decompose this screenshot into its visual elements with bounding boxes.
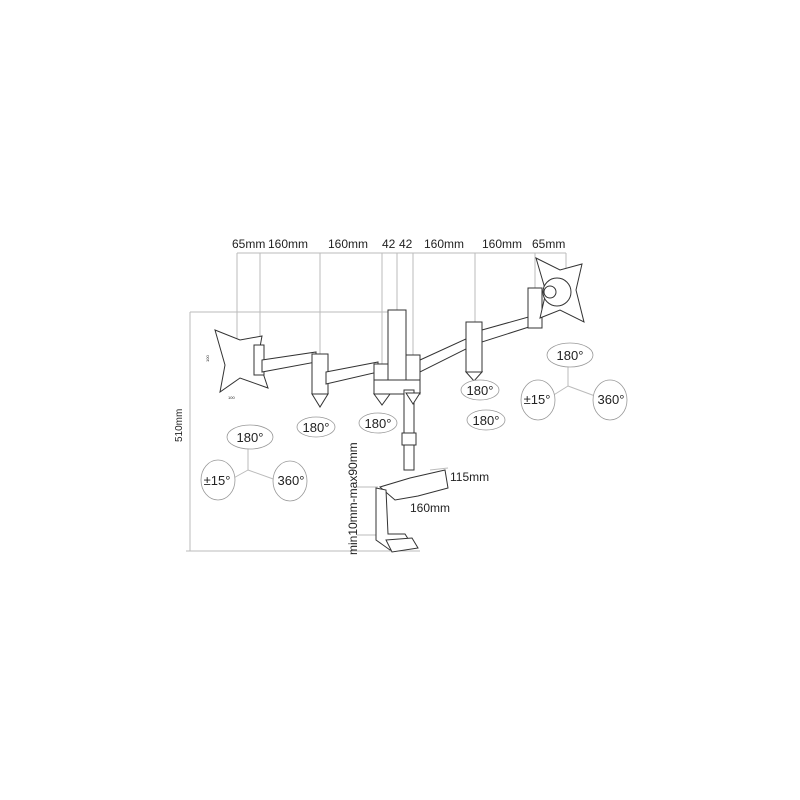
left-rotate-label: 360° [278, 473, 305, 488]
joint-label-2: 180° [467, 383, 494, 398]
dim-clamp-width: 160mm [410, 501, 450, 515]
dim-height: 510mm [174, 409, 185, 442]
left-swivel-label: ±15° [204, 473, 231, 488]
joint-label-1: 180° [365, 416, 392, 431]
right-arm [419, 287, 543, 382]
right-swivel-label: ±15° [524, 392, 551, 407]
vesa-label-a: 100 [205, 355, 210, 362]
dim-top-1: 160mm [268, 237, 308, 251]
pole [373, 309, 421, 471]
desk-clamp [375, 469, 449, 553]
right-rotate-label: 360° [598, 392, 625, 407]
left-vesa-plate [214, 329, 269, 394]
right-vesa-plate [535, 257, 585, 323]
dim-top-5: 160mm [424, 237, 464, 251]
dim-top-3: 42 [382, 237, 396, 251]
vesa-label-b: 100 [228, 395, 235, 400]
dim-top-4: 42 [399, 237, 413, 251]
joint-label-0: 180° [303, 420, 330, 435]
dim-top-2: 160mm [328, 237, 368, 251]
right-tilt-label: 180° [557, 348, 584, 363]
left-tilt-label: 180° [237, 430, 264, 445]
dim-clamp-range: min10mm-max90mm [346, 442, 360, 555]
right-rotation-group: 180° ±15° 360° [520, 342, 628, 421]
joint-label-3: 180° [473, 413, 500, 428]
dimension-lines [186, 252, 567, 552]
dim-top-7: 65mm [532, 237, 565, 251]
dim-clamp-depth: 115mm [450, 470, 489, 484]
joint-rotation-labels: 180° 180° 180° 180° [296, 379, 506, 438]
dim-top-0: 65mm [232, 237, 265, 251]
left-arm [261, 351, 391, 408]
dim-top-6: 160mm [482, 237, 522, 251]
left-rotation-group: 180° ±15° 360° [200, 424, 308, 502]
